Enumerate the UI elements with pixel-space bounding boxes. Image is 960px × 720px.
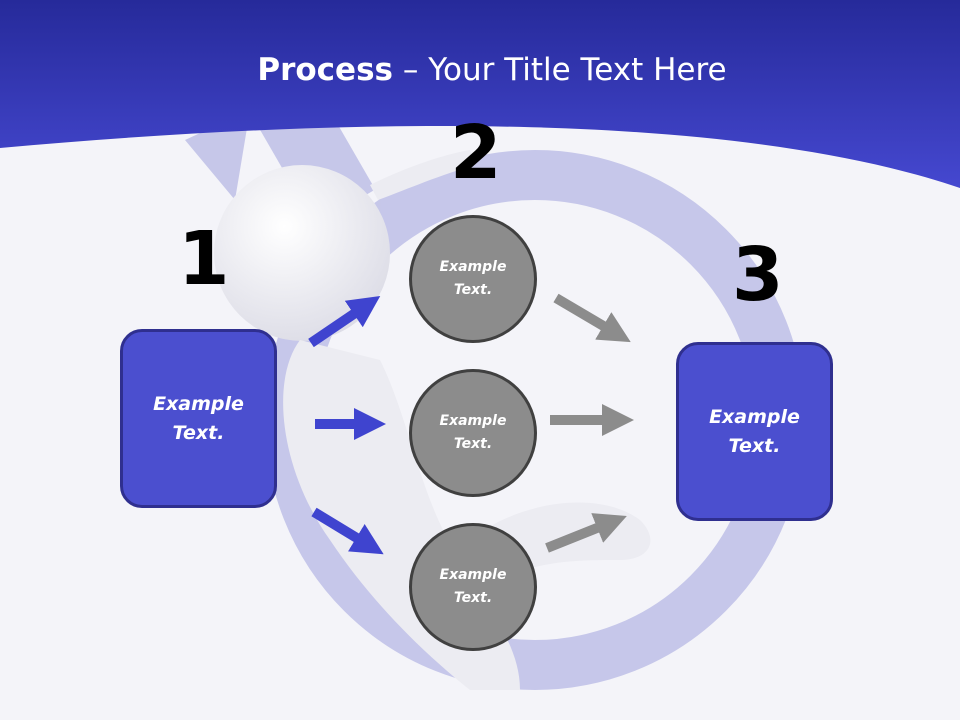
step-3-text: Example Text. xyxy=(709,405,800,457)
step-2-circle-top: Example Text. xyxy=(409,215,537,343)
arrow-to-top-circle xyxy=(308,296,381,348)
title-bold: Process xyxy=(257,52,393,88)
circle-text: Example Text. xyxy=(439,413,507,452)
step-number-2: 2 xyxy=(450,110,502,196)
step-2-circle-bottom: Example Text. xyxy=(409,523,537,651)
step-2-circle-middle: Example Text. xyxy=(409,369,537,497)
circle-text: Example Text. xyxy=(439,567,507,606)
step-number-3: 3 xyxy=(732,232,784,318)
step-1-box: Example Text. xyxy=(120,329,277,508)
arrow-from-bottom-circle xyxy=(545,513,627,553)
step-number-1: 1 xyxy=(178,216,230,302)
step-1-text: Example Text. xyxy=(153,392,244,444)
step-3-box: Example Text. xyxy=(676,342,833,521)
title-rest: – Your Title Text Here xyxy=(393,52,727,88)
arrow-to-bottom-circle xyxy=(311,507,384,555)
header-band xyxy=(0,0,960,188)
arrow-from-top-circle xyxy=(553,293,631,343)
slide-title: Process – Your Title Text Here xyxy=(0,52,960,88)
circle-text: Example Text. xyxy=(439,259,507,298)
